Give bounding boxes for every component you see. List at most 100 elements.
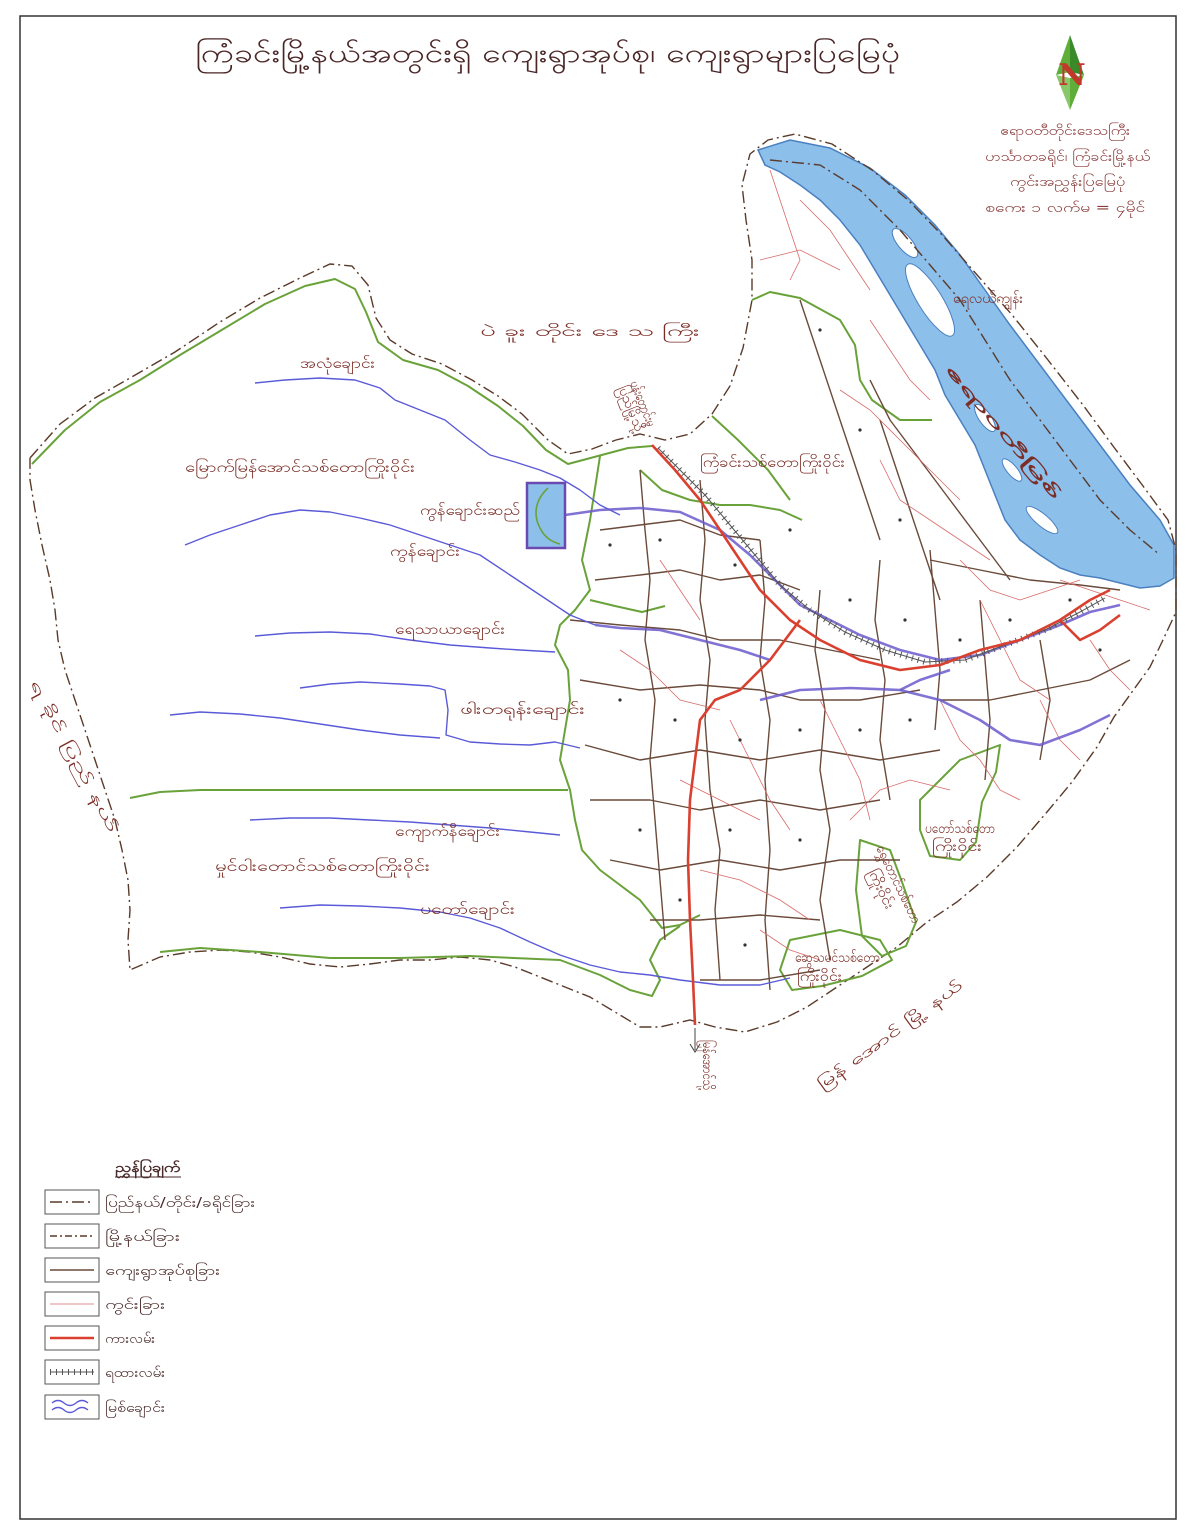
village-tract-boundary — [940, 659, 1131, 701]
field-boundary — [979, 599, 1051, 701]
kyangin-forest-reserve-label: ကြံခင်းသစ်တောကြိုးဝိုင်း — [700, 454, 846, 473]
field-boundary — [879, 459, 991, 561]
yethaya-creek-line — [254, 631, 556, 653]
creek-line — [594, 623, 771, 662]
village-tract-boundary — [584, 744, 941, 761]
village-tract-boundary — [814, 589, 831, 961]
yethaya-creek-label: ရေသာယာချောင်း — [395, 622, 506, 640]
map-frame — [19, 15, 1177, 1520]
village-dot — [898, 518, 902, 522]
forest-boundary — [554, 455, 701, 929]
creek-line — [899, 668, 951, 692]
village-dot — [673, 718, 677, 722]
legend-heading: ညွှန်ပြချက် — [115, 1158, 180, 1179]
village-dot — [658, 538, 662, 542]
legend-swatch-box — [44, 1223, 100, 1249]
field-boundary — [759, 929, 821, 961]
forest-boundary — [31, 278, 653, 465]
field-boundary — [659, 559, 701, 621]
info-region: ဧရာဝတီတိုင်းဒေသကြီး — [1000, 122, 1130, 141]
village-tract-boundary — [569, 619, 881, 661]
info-district: ဟင်္သာတခရိုင်၊ ကြံခင်းမြို့နယ် — [985, 148, 1150, 167]
road-south — [686, 619, 802, 1026]
field-boundary — [729, 719, 791, 831]
phatayoun-creek-line — [299, 681, 581, 749]
forest-reserve-boundaries — [31, 278, 1001, 997]
field-boundary — [1039, 699, 1081, 761]
legend-label-road: ကားလမ်း — [105, 1331, 155, 1347]
map-title: ကြံခင်းမြို့နယ်အတွင်းရှိ ကျေးရွာအုပ်စု၊ … — [195, 36, 900, 74]
field-boundaries — [619, 169, 1151, 961]
village-dot — [1068, 598, 1072, 602]
island — [1001, 458, 1023, 482]
village-tract-boundary — [759, 539, 771, 991]
field-boundary — [849, 779, 951, 821]
village-tract-boundary — [599, 519, 761, 541]
village-dot — [798, 838, 802, 842]
forest-boundary — [751, 291, 932, 421]
road-east — [1059, 613, 1121, 642]
forest-boundary — [589, 599, 666, 613]
village-dot — [848, 598, 852, 602]
island — [974, 403, 996, 433]
forest-boundary — [159, 925, 681, 997]
road-south-label: မြန်အောင်သို့ — [697, 1040, 716, 1091]
village-dot — [788, 528, 792, 532]
roads — [651, 444, 1121, 1026]
village-dot — [858, 428, 862, 432]
legend-label-railway: ရထားလမ်း — [105, 1365, 165, 1383]
north-forest-reserve-label: မြောက်မြန်အောင်သစ်တောကြိုးဝိုင်း — [185, 459, 416, 478]
railway-ticks — [655, 445, 1107, 666]
village-dot — [908, 718, 912, 722]
north-arrow-bottom-right — [1070, 75, 1084, 110]
field-boundary — [769, 169, 801, 281]
field-boundary — [1059, 579, 1151, 611]
field-boundary — [799, 199, 871, 291]
myanaung-township-label: မြန် အောင် မြို့ နယ် — [814, 976, 967, 1095]
village-dot — [678, 898, 682, 902]
village-dot — [738, 738, 742, 742]
irrawaddy-river — [756, 139, 1175, 589]
district-boundary-in-river — [769, 159, 1161, 556]
legend-swatch-box — [44, 1359, 100, 1385]
village-dot — [743, 943, 747, 947]
field-boundary — [819, 699, 871, 821]
field-boundary — [619, 649, 721, 711]
village-dot — [958, 638, 962, 642]
patau-forest-label-1: ပတော်သစ်တော — [925, 821, 995, 837]
field-boundary — [759, 249, 841, 271]
village-tract-boundary — [579, 679, 921, 701]
village-dot — [728, 828, 732, 832]
legend-swatch-box — [44, 1189, 100, 1215]
patau-forest-boundary — [919, 744, 1001, 861]
kwan-creek-label: ကွန်ချောင်း — [390, 544, 461, 562]
island-label: ရေလယ်ကျွန်း — [953, 291, 1023, 310]
island — [1025, 505, 1059, 535]
info-map-type: ကွင်းအညွှန်းပြမြေပုံ — [1010, 173, 1125, 192]
villages — [608, 328, 1102, 947]
legend-swatch-box — [44, 1291, 100, 1317]
legend-label-state-boundary: ပြည်နယ်/တိုင်း/ခရိုင်ခြား — [105, 1194, 255, 1213]
river-islands — [891, 227, 1059, 535]
field-boundary — [959, 559, 1081, 601]
alon-creek-line — [254, 377, 621, 516]
field-boundary — [869, 319, 931, 401]
reservoir-area — [525, 481, 567, 550]
village-dot — [818, 328, 822, 332]
island — [905, 263, 955, 337]
field-boundary — [1089, 639, 1131, 691]
creek-line — [169, 711, 441, 739]
patau-creek-label: ပတော်ချောင်း — [420, 902, 516, 920]
village-tract-boundary — [874, 559, 891, 801]
north-arrow-left — [1056, 35, 1070, 75]
alon-creek-label: အလုံချောင်း — [300, 356, 376, 374]
forest-boundary — [711, 415, 791, 501]
reservoir-label: ကွန်ချောင်းဆည် — [420, 503, 520, 521]
village-dot — [638, 828, 642, 832]
field-boundary — [679, 779, 761, 821]
legend: ညွှန်ပြချက် ပြည်နယ်/တိုင်း/ခရိုင်ခြား မြ… — [44, 1158, 255, 1420]
village-tract-boundary — [594, 569, 801, 591]
road-north — [651, 444, 1111, 672]
village-tract-boundary — [799, 299, 881, 541]
